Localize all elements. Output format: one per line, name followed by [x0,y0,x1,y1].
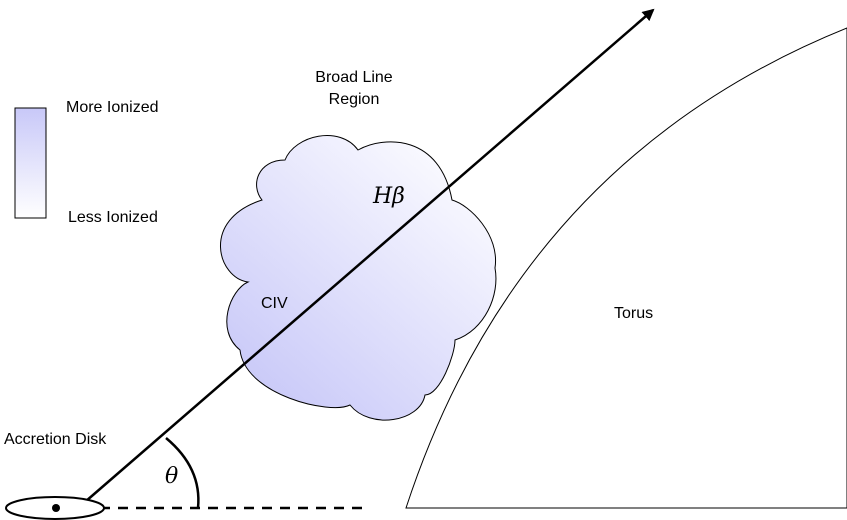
central-black-hole-dot [52,504,60,512]
blr-title-line1: Broad Line [315,69,392,86]
accretion-disk-label: Accretion Disk [4,431,107,448]
line-of-sight-arrow [77,8,655,509]
blr-title-line2: Region [329,91,380,108]
torus-label: Torus [614,305,653,322]
legend-less-ionized-label: Less Ionized [68,209,158,226]
torus-shape [405,27,847,509]
hbeta-label: Hβ [372,184,405,209]
theta-label: θ [165,464,178,489]
angle-arc [165,437,200,509]
legend-more-ionized-label: More Ionized [66,99,159,116]
civ-label: CIV [261,295,288,312]
legend-gradient-bar [14,107,47,219]
broad-line-region-cloud [220,135,497,421]
